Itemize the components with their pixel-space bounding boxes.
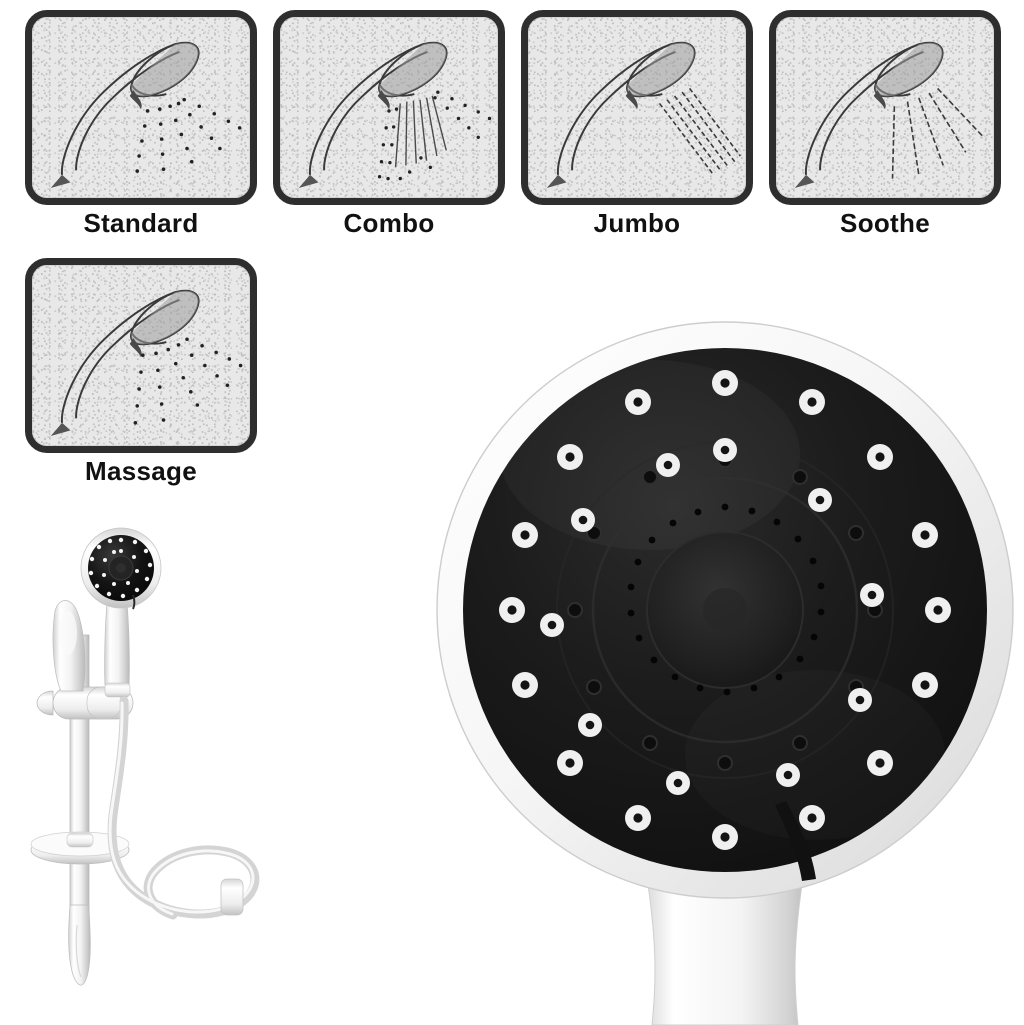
spray-mode-label: Jumbo bbox=[593, 208, 681, 238]
spray-mode-label: Combo bbox=[343, 208, 435, 238]
secondary-nozzles bbox=[567, 452, 883, 771]
spray-illustration-soothe bbox=[794, 41, 985, 188]
spray-mode-jumbo: Jumbo bbox=[521, 10, 753, 238]
middle-nozzles bbox=[540, 438, 884, 795]
spray-mode-standard: Standard bbox=[25, 10, 257, 238]
hand-shower-handle[interactable] bbox=[104, 602, 131, 698]
spray-mode-frame bbox=[521, 10, 753, 205]
spray-mode-label: Massage bbox=[85, 456, 197, 486]
spray-mode-label: Soothe bbox=[840, 208, 930, 238]
spray-mode-frame bbox=[25, 10, 257, 205]
hub-center bbox=[703, 588, 747, 632]
handle bbox=[644, 864, 806, 1025]
slide-bar-assembly bbox=[30, 527, 260, 986]
relief-ring bbox=[591, 476, 859, 744]
spray-mode-combo: Combo bbox=[273, 10, 505, 238]
spray-illustration-standard bbox=[50, 41, 242, 188]
spray-illustration-combo bbox=[298, 41, 492, 188]
face-sheen bbox=[500, 360, 800, 550]
spray-illustration-massage bbox=[50, 289, 243, 436]
outer-nozzles bbox=[499, 370, 951, 850]
spray-mode-frame bbox=[769, 10, 1001, 205]
hero-shower-head bbox=[436, 321, 1014, 1025]
spray-mode-massage: Massage bbox=[25, 258, 257, 486]
mode-selector-lever[interactable] bbox=[775, 801, 816, 881]
spray-mode-frame bbox=[273, 10, 505, 205]
spray-mode-soothe: Soothe bbox=[769, 10, 1001, 238]
panel-texture bbox=[280, 17, 498, 198]
soap-dish[interactable] bbox=[30, 831, 130, 865]
spray-illustration-jumbo bbox=[546, 41, 741, 188]
hub-pinholes bbox=[627, 503, 825, 696]
spray-mode-frame bbox=[25, 258, 257, 453]
hand-shower-head[interactable] bbox=[80, 527, 162, 610]
bracket-knob[interactable] bbox=[52, 600, 86, 692]
hose-connector[interactable] bbox=[220, 878, 244, 916]
spray-mode-label: Standard bbox=[83, 208, 199, 238]
